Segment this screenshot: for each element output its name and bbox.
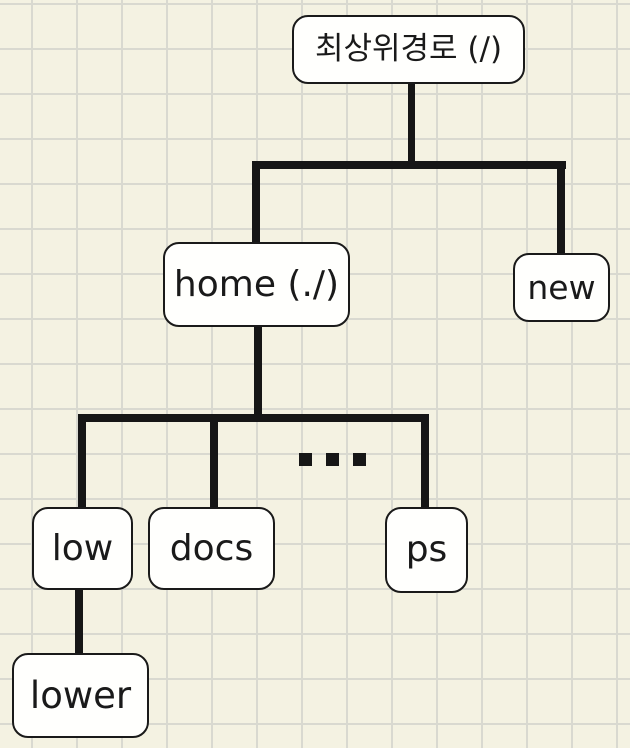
node-low: low	[32, 507, 133, 590]
node-root-label: 최상위경로 (/)	[314, 31, 503, 67]
node-lower: lower	[12, 653, 149, 738]
edge-home-stem	[254, 325, 262, 417]
node-docs: docs	[148, 507, 275, 590]
edge-level2-bar	[78, 414, 428, 422]
edge-root-to-new	[557, 161, 565, 256]
node-new: new	[513, 253, 610, 322]
node-new-label: new	[527, 268, 596, 307]
ellipsis-dot	[326, 453, 339, 466]
node-home: home (./)	[163, 242, 350, 327]
node-ps: ps	[385, 507, 468, 593]
ellipsis-dot	[353, 453, 366, 466]
edge-home-to-ps	[421, 414, 429, 510]
node-lower-label: lower	[29, 674, 132, 717]
node-ps-label: ps	[405, 529, 448, 570]
edge-low-to-lower	[75, 588, 83, 656]
node-low-label: low	[51, 527, 114, 569]
edge-level1-bar	[252, 161, 566, 169]
node-root: 최상위경로 (/)	[292, 15, 525, 84]
edge-root-stem	[408, 83, 415, 163]
edge-home-to-low	[78, 414, 86, 510]
node-docs-label: docs	[169, 527, 254, 569]
node-home-label: home (./)	[173, 263, 340, 305]
edge-root-to-home	[252, 161, 260, 246]
ellipsis-more-children	[299, 453, 366, 466]
edge-home-to-docs	[210, 414, 218, 510]
ellipsis-dot	[299, 453, 312, 466]
